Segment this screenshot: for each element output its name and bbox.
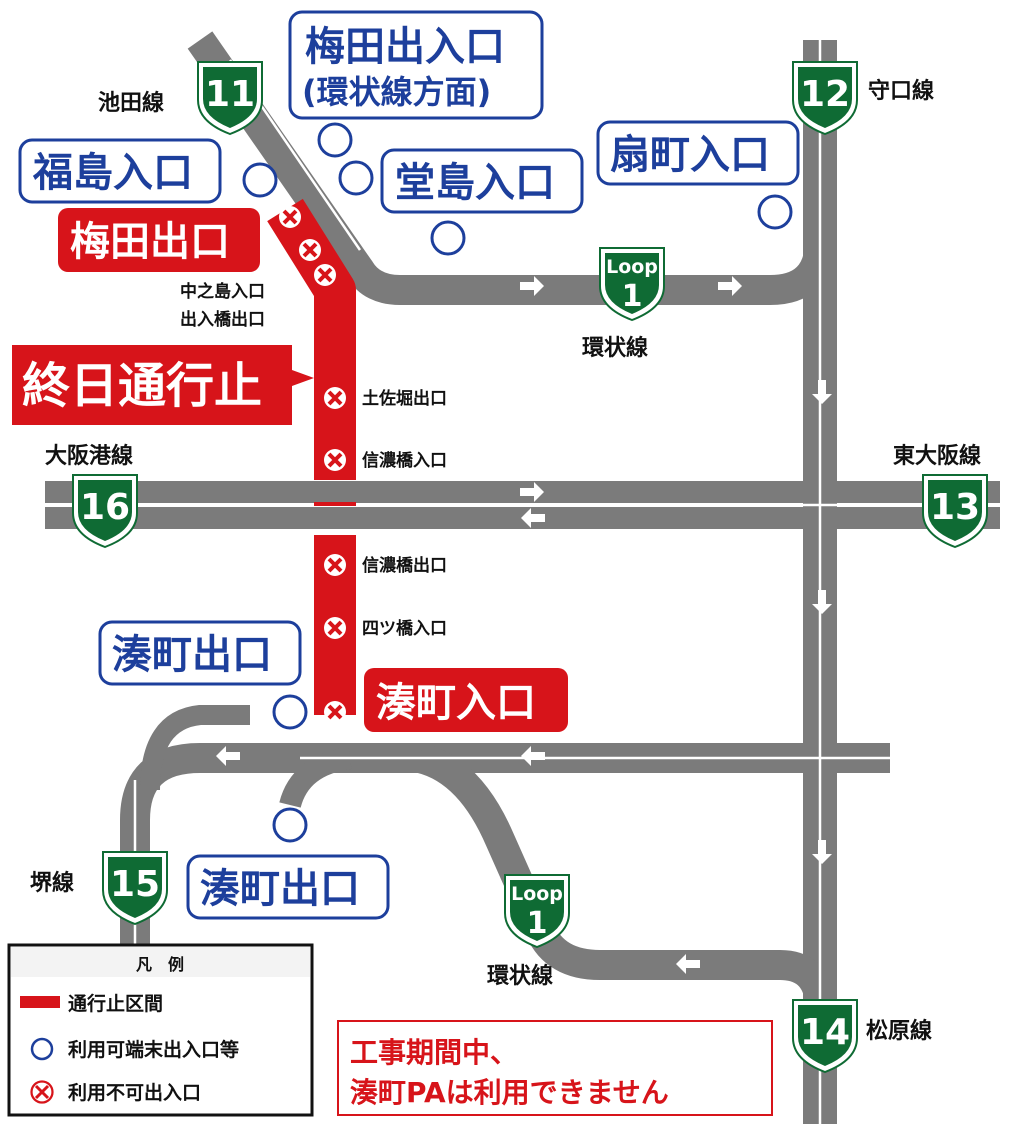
closed-yotsubashi: 四ツ橋入口	[362, 618, 447, 639]
legend-closed-swatch	[20, 996, 60, 1008]
label-umeda-in: 梅田出入口 (環状線方面)	[288, 10, 544, 120]
legend-available: 利用可端末出入口等	[68, 1038, 239, 1061]
label-minatomachi-exit-b: 湊町出口	[186, 854, 390, 920]
svg-text:堂島入口: 堂島入口	[395, 160, 555, 206]
closed-shinanobashi-in: 信濃橋入口	[362, 450, 447, 471]
label-minatomachi-in: 湊町入口	[364, 668, 568, 732]
shield-13: 13	[922, 474, 988, 548]
svg-text:福島入口: 福島入口	[32, 150, 193, 196]
label-minatomachi-exit-a: 湊町出口	[98, 620, 302, 686]
svg-text:Loop: Loop	[606, 256, 658, 278]
svg-text:工事期間中、: 工事期間中、	[350, 1036, 518, 1069]
svg-text:1: 1	[622, 279, 643, 314]
svg-text:15: 15	[110, 864, 160, 905]
legend-available-icon	[30, 1037, 54, 1061]
legend-title: 凡 例	[136, 955, 184, 974]
label-dojima: 堂島入口	[380, 148, 584, 214]
shield-16: 16	[72, 474, 138, 548]
svg-text:14: 14	[800, 1012, 850, 1053]
available-ramps	[242, 122, 793, 843]
route-name-13: 東大阪線	[893, 443, 981, 469]
road-network	[45, 31, 1000, 1124]
legend-closed-section: 通行止区間	[68, 992, 163, 1015]
svg-text:梅田出口: 梅田出口	[70, 219, 230, 265]
svg-text:湊町出口: 湊町出口	[112, 632, 272, 678]
svg-text:梅田出入口: 梅田出入口	[305, 24, 505, 70]
svg-text:湊町入口: 湊町入口	[376, 680, 536, 726]
svg-text:12: 12	[800, 74, 850, 115]
legend-unavailable: 利用不可出入口	[68, 1081, 201, 1104]
closed-shinanobashi-out: 信濃橋出口	[362, 555, 447, 576]
svg-text:13: 13	[930, 487, 980, 528]
shield-15: 15	[102, 851, 168, 925]
closed-tosabori: 土佐堀出口	[362, 388, 447, 409]
route-name-loop-lower: 環状線	[487, 963, 553, 989]
shield-14: 14	[792, 999, 858, 1073]
svg-text:扇町入口: 扇町入口	[610, 132, 770, 178]
notice-box: 工事期間中、 湊町PAは利用できません	[337, 1020, 773, 1116]
closure-section	[267, 198, 356, 725]
svg-text:(環状線方面): (環状線方面)	[302, 73, 491, 111]
svg-text:湊町PAは利用できません: 湊町PAは利用できません	[350, 1076, 669, 1109]
route-name-15: 堺線	[30, 870, 74, 896]
svg-text:11: 11	[205, 74, 255, 115]
closed-nakanoshima: 中之島入口	[180, 281, 265, 302]
legend: 凡 例 通行止区間 利用可端末出入口等 利用不可出入口	[7, 943, 314, 1117]
label-umeda-exit: 梅田出口	[58, 208, 260, 272]
label-ogimachi: 扇町入口	[596, 120, 800, 186]
svg-text:16: 16	[80, 487, 130, 528]
svg-text:湊町出口: 湊町出口	[200, 866, 360, 912]
route-name-16: 大阪港線	[45, 443, 133, 469]
closure-callout: 終日通行止	[12, 345, 314, 425]
route-name-loop-upper: 環状線	[582, 335, 648, 361]
closed-umeda-exit-marker	[277, 204, 303, 230]
svg-text:Loop: Loop	[511, 883, 563, 905]
route-name-11: 池田線	[98, 90, 164, 116]
label-fukushima: 福島入口	[18, 138, 222, 204]
svg-text:1: 1	[527, 906, 548, 941]
closed-demibashi: 出入橋出口	[180, 309, 265, 330]
route-name-12: 守口線	[868, 78, 934, 104]
legend-unavailable-icon	[30, 1080, 54, 1104]
direction-arrows	[216, 276, 832, 974]
route-name-14: 松原線	[866, 1018, 932, 1044]
shield-12: 12	[792, 61, 858, 135]
shield-11: 11	[197, 61, 263, 135]
svg-text:終日通行止: 終日通行止	[22, 358, 262, 414]
